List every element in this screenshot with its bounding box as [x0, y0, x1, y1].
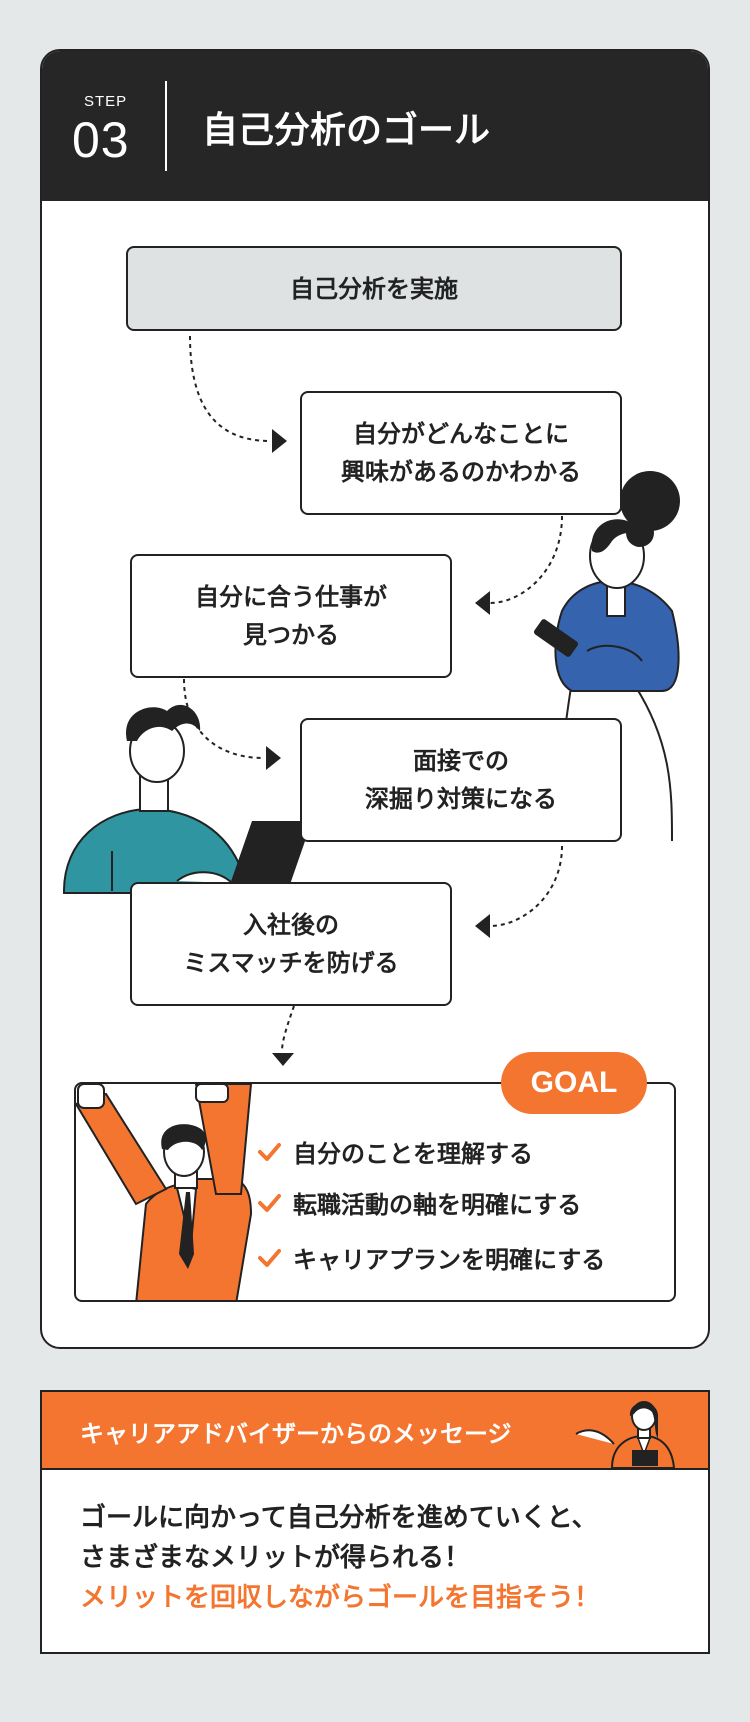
flow-connector — [189, 335, 271, 442]
flow-connector — [489, 845, 563, 927]
flow-arrow-icon — [475, 591, 490, 615]
flow-step-4-line-1: 入社後の — [243, 911, 339, 939]
goal-item-text: キャリアプランを明確にする — [293, 1246, 606, 1274]
advisor-message-line-2: さまざまなメリットが得られる！ — [80, 1543, 471, 1573]
flow-connector — [183, 678, 265, 759]
goal-item: キャリアプランを明確にする — [257, 1240, 605, 1275]
advisor-message-line-1: ゴールに向かって自己分析を進めていくと、 — [80, 1503, 598, 1533]
flow-start-box: 自己分析を実施 — [126, 246, 622, 331]
flow-step-3-line-1: 面接での — [413, 747, 509, 775]
header-divider — [165, 81, 167, 171]
goal-item-text: 自分のことを理解する — [293, 1140, 533, 1168]
flow-step-4-box: 入社後のミスマッチを防げる — [130, 882, 452, 1006]
goal-item: 自分のことを理解する — [257, 1134, 533, 1169]
flow-connector — [281, 1005, 295, 1052]
flow-step-2-box: 自分に合う仕事が見つかる — [130, 554, 452, 678]
flow-diagram — [63, 335, 680, 1066]
goal-box — [74, 1082, 676, 1302]
flow-start-text: 自己分析を実施 — [290, 274, 458, 303]
goal-item: 転職活動の軸を明確にする — [257, 1185, 581, 1220]
cheering-man-illustration — [76, 1084, 253, 1300]
man-with-laptop-illustration — [63, 704, 312, 894]
woman-with-phone-illustration — [533, 471, 680, 842]
card-header: STEP 03 自己分析のゴール — [42, 51, 708, 201]
flow-step-2-line-2: 見つかる — [243, 621, 339, 649]
flow-arrow-icon — [475, 914, 490, 938]
flow-step-3-line-2: 深掘り対策になる — [365, 785, 557, 813]
advisor-message-line-3: メリットを回収しながらゴールを目指そう！ — [80, 1583, 601, 1613]
advisor-message-box: キャリアアドバイザーからのメッセージ ゴールに向かって自己分析を進めていくと、 … — [40, 1390, 710, 1654]
advisor-message-title: キャリアアドバイザーからのメッセージ — [80, 1420, 512, 1448]
flow-arrow-icon — [272, 1053, 294, 1066]
advisor-message-body: ゴールに向かって自己分析を進めていくと、 さまざまなメリットが得られる！ メリッ… — [80, 1498, 600, 1618]
flow-step-2-line-1: 自分に合う仕事が — [195, 583, 387, 611]
flow-connector — [489, 515, 563, 604]
step-card: STEP 03 自己分析のゴール — [40, 49, 710, 1349]
advisor-illustration — [575, 1401, 676, 1468]
flow-step-1-line-2: 興味があるのかわかる — [341, 458, 581, 486]
step-number: 03 — [72, 112, 130, 168]
goal-badge: GOAL — [501, 1052, 647, 1114]
advisor-message-header: キャリアアドバイザーからのメッセージ — [42, 1392, 708, 1470]
check-icon — [258, 1248, 281, 1267]
flow-step-3-box: 面接での深掘り対策になる — [300, 718, 622, 842]
step-label: STEP — [84, 93, 128, 110]
check-icon — [258, 1193, 281, 1212]
flow-step-4-line-2: ミスマッチを防げる — [183, 949, 399, 977]
goal-item-text: 転職活動の軸を明確にする — [293, 1191, 582, 1219]
flow-arrow-icon — [266, 746, 281, 770]
flow-step-1-line-1: 自分がどんなことに — [353, 420, 569, 448]
flow-step-1-box: 自分がどんなことに興味があるのかわかる — [300, 391, 622, 515]
card-title: 自己分析のゴール — [202, 110, 491, 151]
flow-arrow-icon — [272, 429, 287, 453]
check-icon — [258, 1142, 281, 1161]
